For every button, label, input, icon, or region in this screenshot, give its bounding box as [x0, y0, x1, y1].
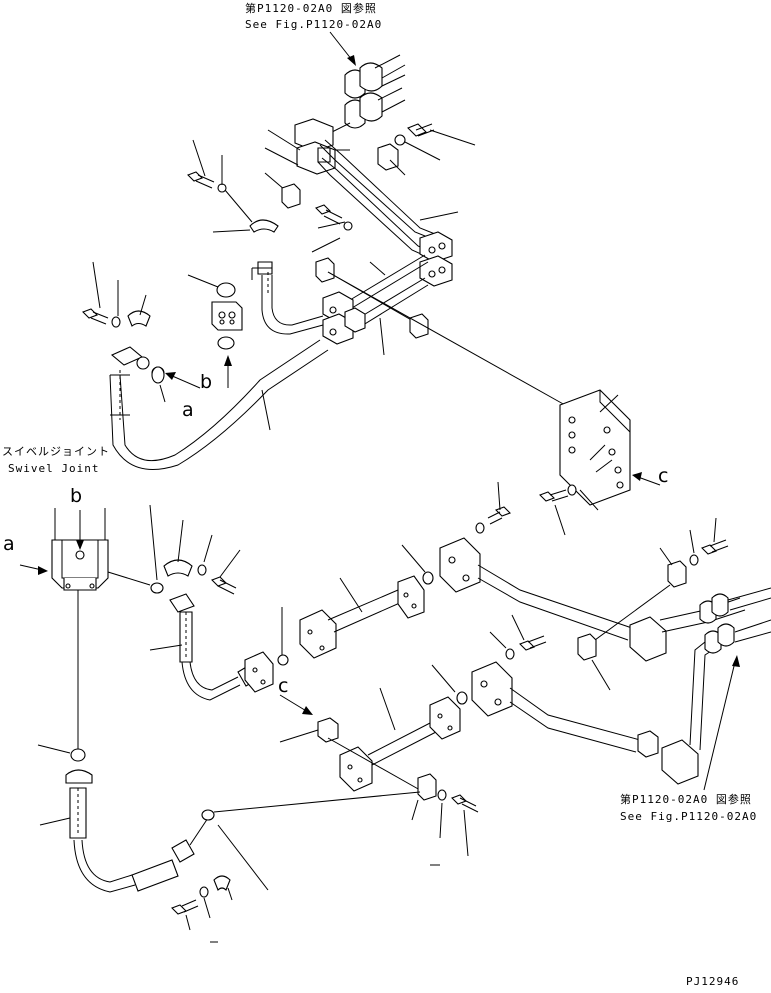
marker-a-upper: a	[182, 399, 194, 421]
upper-hose	[252, 262, 323, 334]
right-clamps	[490, 518, 728, 690]
top-reference-ja: 第P1120-02A0 図参照	[245, 2, 377, 15]
flange-pipe-left	[245, 607, 288, 692]
right-reference-en: See Fig.P1120-02A0	[620, 810, 758, 823]
marker-c-middle: c	[278, 675, 289, 697]
leader-to-bracket	[328, 272, 565, 405]
lower-bolts	[172, 876, 232, 942]
marker-b-upper: b	[200, 371, 213, 393]
marker-b-lower: b	[70, 485, 83, 507]
drawing-number: PJ12946	[686, 975, 740, 988]
marker-c-right: c	[658, 465, 669, 487]
pipe-diagonal-left	[300, 545, 433, 658]
upper-b-arrow	[152, 367, 200, 402]
marker-a-lower: a	[3, 533, 15, 555]
pipe-bundle-upper	[318, 140, 452, 286]
pipe-right-lower	[472, 630, 728, 784]
top-clamp	[378, 144, 405, 175]
pipe-diagonal-lower	[280, 665, 467, 791]
swivel-joint-body	[20, 508, 150, 750]
top-leaders	[265, 130, 458, 355]
bracket-c-arrow	[632, 472, 660, 485]
mounting-bracket	[560, 390, 630, 505]
right-reference-ja: 第P1120-02A0 図参照	[620, 793, 752, 806]
top-right-bolt	[395, 124, 475, 160]
lower-right-hardware	[412, 774, 478, 865]
swivel-joint-label-en: Swivel Joint	[8, 462, 100, 475]
main-hose	[110, 340, 328, 470]
right-end-connectors	[700, 588, 771, 790]
pipe-bundle-middle	[323, 255, 428, 344]
top-connector-stack	[330, 55, 405, 133]
top-reference-arrow	[330, 32, 356, 66]
center-fitting-block	[188, 275, 242, 388]
bottom-oring	[202, 792, 420, 890]
bracket-bolts	[476, 482, 598, 535]
left-hardware	[83, 262, 150, 327]
swivel-joint-label-ja: スイベルジョイント	[2, 445, 110, 458]
lower-left-hose	[38, 745, 208, 892]
middle-c-arrow	[280, 695, 313, 715]
swivel-fittings	[150, 505, 240, 594]
pipe-right-upper	[440, 538, 745, 661]
top-reference-en: See Fig.P1120-02A0	[245, 18, 383, 31]
